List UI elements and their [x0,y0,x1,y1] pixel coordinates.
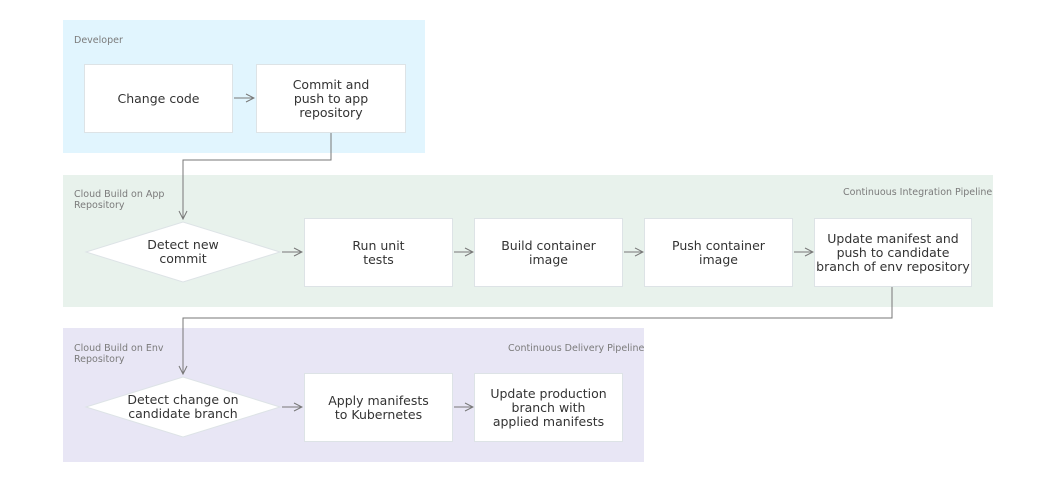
run-tests-node: Run unit tests [304,218,453,287]
developer-lane-label: Developer [74,35,123,46]
ci-lane-label: Cloud Build on App Repository [74,189,165,211]
build-image-node: Build container image [474,218,623,287]
arrow-update-to-detect-change [183,287,893,374]
apply-manifests-node: Apply manifests to Kubernetes [304,373,453,442]
detect-change-diamond [84,376,282,438]
detect-commit-diamond [84,221,282,283]
update-production-node: Update production branch with applied ma… [474,373,623,442]
ci-pipeline-label: Continuous Integration Pipeline [843,187,993,198]
commit-push-node: Commit and push to app repository [256,64,406,133]
change-code-node: Change code [84,64,233,133]
push-image-node: Push container image [644,218,793,287]
detect-change-label: Detect change on candidate branch [127,392,239,421]
cd-pipeline-label: Continuous Delivery Pipeline [508,343,645,354]
cd-lane-label: Cloud Build on Env Repository [74,343,164,365]
arrow-commit-to-detect [183,132,332,219]
detect-commit-label: Detect new commit [147,237,219,266]
update-manifest-node: Update manifest and push to candidate br… [814,218,972,287]
